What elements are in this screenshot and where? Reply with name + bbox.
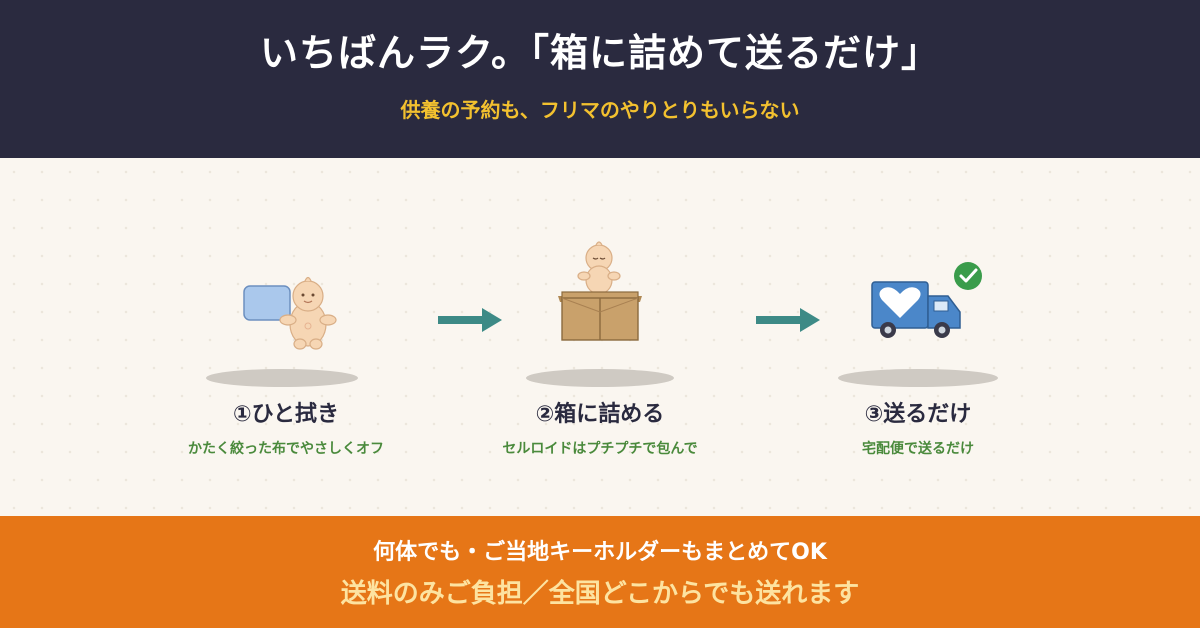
shadow-ellipse <box>838 369 998 387</box>
truck-shape <box>871 281 961 338</box>
footer-banner <box>0 516 1200 628</box>
footer-line2: 送料のみご負担／全国どこからでも送れます <box>340 579 860 609</box>
wipe-cloth-doll-icon <box>206 276 358 387</box>
delivery-truck-icon <box>838 262 998 387</box>
check-badge-icon <box>954 262 982 290</box>
shadow-ellipse <box>526 369 674 387</box>
step1-desc: かたく絞った布でやさしくオフ <box>188 441 384 457</box>
step3-desc: 宅配便で送るだけ <box>862 441 974 457</box>
doll-figure <box>577 241 621 295</box>
step3-title: ③送るだけ <box>864 402 972 427</box>
arrow-right-icon <box>756 308 820 332</box>
doll-figure <box>279 276 337 350</box>
cloth-shape <box>243 285 291 321</box>
page-subtitle: 供養の予約も、フリマのやりとりもいらない <box>400 98 800 122</box>
arrow-right-icon <box>438 308 502 332</box>
step2-title: ②箱に詰める <box>535 402 665 427</box>
page-title: いちばんラク。「箱に詰めて送るだけ」 <box>260 31 940 75</box>
shadow-ellipse <box>206 369 358 387</box>
step2-desc: セルロイドはプチプチで包んで <box>502 441 698 457</box>
step1-title: ①ひと拭き <box>233 402 339 427</box>
header-banner <box>0 0 1200 158</box>
cardboard-box <box>558 291 642 341</box>
footer-line1: 何体でも・ご当地キーホルダーもまとめてOK <box>373 540 827 565</box>
box-doll-icon <box>526 241 674 387</box>
